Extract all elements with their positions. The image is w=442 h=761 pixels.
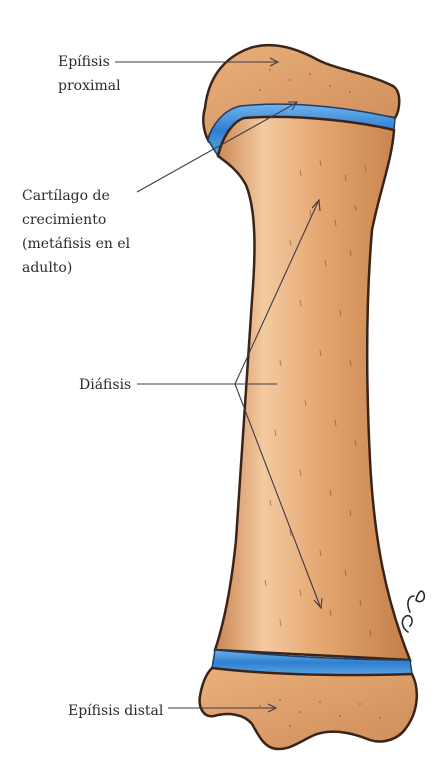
label-epifisis-proximal: Epífisis proximal xyxy=(58,50,121,98)
artist-signature xyxy=(402,591,424,632)
label-epifisis-distal-text: Epífisis distal xyxy=(68,699,163,723)
diaphysis-shaft xyxy=(215,117,410,660)
label-diafisis-text: Diáfisis xyxy=(79,373,131,397)
label-cartilago: Cartílago de crecimiento (metáfisis en e… xyxy=(22,184,130,280)
label-cartilago-line1: Cartílago de xyxy=(22,184,130,208)
label-epifisis-distal: Epífisis distal xyxy=(68,699,163,723)
label-epifisis-proximal-line2: proximal xyxy=(58,74,121,98)
label-cartilago-line2: crecimiento xyxy=(22,208,130,232)
label-diafisis: Diáfisis xyxy=(79,373,131,397)
label-epifisis-proximal-line1: Epífisis xyxy=(58,50,121,74)
label-cartilago-line3: (metáfisis en el xyxy=(22,232,130,256)
label-cartilago-line4: adulto) xyxy=(22,256,130,280)
